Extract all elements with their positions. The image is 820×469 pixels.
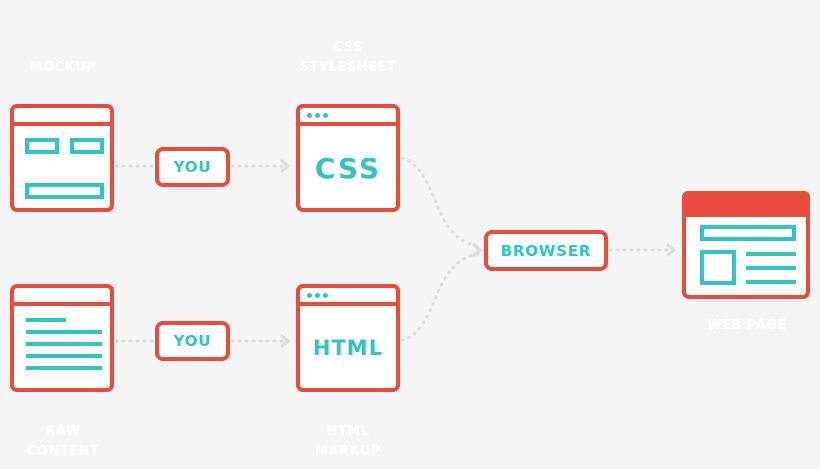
css-window-dot-2 xyxy=(315,113,320,118)
css-window-dot-3 xyxy=(323,113,328,118)
content-title-bar xyxy=(14,302,110,306)
html-text: HTML xyxy=(312,336,384,360)
mockup-title-bar xyxy=(14,122,110,126)
mockup-window-icon xyxy=(10,104,114,212)
webpage-line-2 xyxy=(746,266,796,270)
mockup-block-right xyxy=(70,138,104,154)
webpage-layout-icon xyxy=(682,191,810,299)
arrowhead-browser xyxy=(472,243,482,257)
label-raw-content: RAW CONTENT xyxy=(26,424,100,459)
webpage-line-1 xyxy=(746,252,796,256)
html-window-title-bar xyxy=(300,302,396,306)
webpage-header-bar xyxy=(682,191,810,217)
browser-node: BROWSER xyxy=(484,230,608,271)
html-window-dot-3 xyxy=(323,293,328,298)
html-window: HTML xyxy=(296,284,400,392)
you-node-bottom: YOU xyxy=(155,321,230,361)
you-node-top: YOU xyxy=(155,147,230,187)
webpage-line-3 xyxy=(746,280,796,284)
label-mockup: MOCKUP xyxy=(29,60,97,75)
css-window: CSS xyxy=(296,104,400,212)
css-window-title-bar xyxy=(300,122,396,126)
webpage-top-block xyxy=(700,225,796,241)
webpage-image-block xyxy=(700,250,736,285)
arrowhead-webpage xyxy=(666,243,676,257)
css-text: CSS xyxy=(314,151,382,185)
mockup-block-bottom xyxy=(25,183,104,199)
label-css-stylesheet: CSS STYLESHEET xyxy=(299,40,397,75)
html-window-dot-2 xyxy=(315,293,320,298)
mockup-block-left xyxy=(25,138,59,154)
label-web-page: WEB PAGE xyxy=(707,318,787,333)
html-window-dot-1 xyxy=(307,293,312,298)
label-html-markup: HTML MARKUP xyxy=(315,424,381,459)
connector-html-browser xyxy=(400,252,480,342)
document-lines-icon xyxy=(10,284,114,392)
content-line-3 xyxy=(26,342,102,346)
arrowhead-you-css xyxy=(280,159,290,173)
connector-css-browser xyxy=(400,156,480,248)
css-window-dot-1 xyxy=(307,113,312,118)
arrowhead-you-html xyxy=(280,334,290,348)
content-line-4 xyxy=(26,354,102,358)
content-line-1 xyxy=(26,318,66,322)
content-line-5 xyxy=(26,366,102,370)
content-line-2 xyxy=(26,330,102,334)
